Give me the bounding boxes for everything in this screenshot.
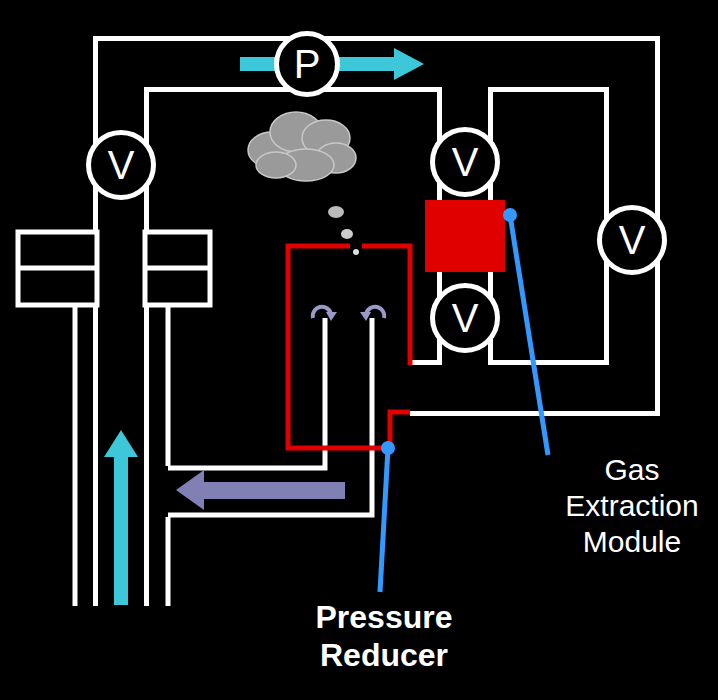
symbol-letter: V <box>452 140 479 184</box>
valve-symbol: V <box>430 127 500 197</box>
valve-symbol: P <box>274 31 340 97</box>
flow-arrow-head <box>176 470 204 510</box>
pipe-wall <box>340 64 632 205</box>
flange-joint <box>145 266 210 271</box>
pipe <box>121 64 632 606</box>
symbol-letter: P <box>294 42 321 86</box>
flow-arrow <box>202 482 345 499</box>
illustration <box>18 48 548 606</box>
flow-arrow-head <box>104 430 138 457</box>
leader-dot <box>381 441 395 455</box>
pressure-reducer-housing <box>288 246 410 448</box>
symbol-letter: V <box>452 296 479 340</box>
return-pipe <box>168 318 372 515</box>
part-label: Gas Extraction Module <box>552 452 712 560</box>
symbol-letter: V <box>108 143 135 187</box>
pipe-wall <box>121 64 274 130</box>
valve-symbol: V <box>430 283 500 353</box>
leader-dot <box>503 208 517 222</box>
pipe <box>121 64 632 612</box>
pipe-connector <box>340 64 632 205</box>
casing-wall <box>73 305 78 606</box>
valve-symbol: V <box>597 205 667 275</box>
flow-arrow <box>114 455 128 605</box>
gas-bubble <box>341 229 353 239</box>
flange <box>18 232 97 305</box>
leader-line <box>510 215 548 455</box>
pipe-walls <box>121 64 632 606</box>
gas-extraction-module <box>425 200 505 272</box>
part-label: Pressure Reducer <box>299 598 469 675</box>
pipe-connector <box>121 64 274 130</box>
symbol-letter: V <box>619 218 646 262</box>
casing-wall <box>166 517 171 606</box>
casing-wall <box>166 305 171 466</box>
flow-arrow-head <box>394 48 424 80</box>
flange-joint <box>18 266 97 271</box>
flow-curl-head <box>326 312 337 321</box>
flange <box>145 232 210 305</box>
gas-bubble <box>353 249 359 255</box>
flow-curl-head <box>360 312 371 321</box>
pipe-bore <box>121 64 632 612</box>
leader-line <box>380 448 388 592</box>
pressure-reducer-housing <box>362 246 410 365</box>
valve-symbol: V <box>86 130 156 200</box>
gas-cloud <box>248 112 356 181</box>
gas-bubble <box>328 206 344 218</box>
